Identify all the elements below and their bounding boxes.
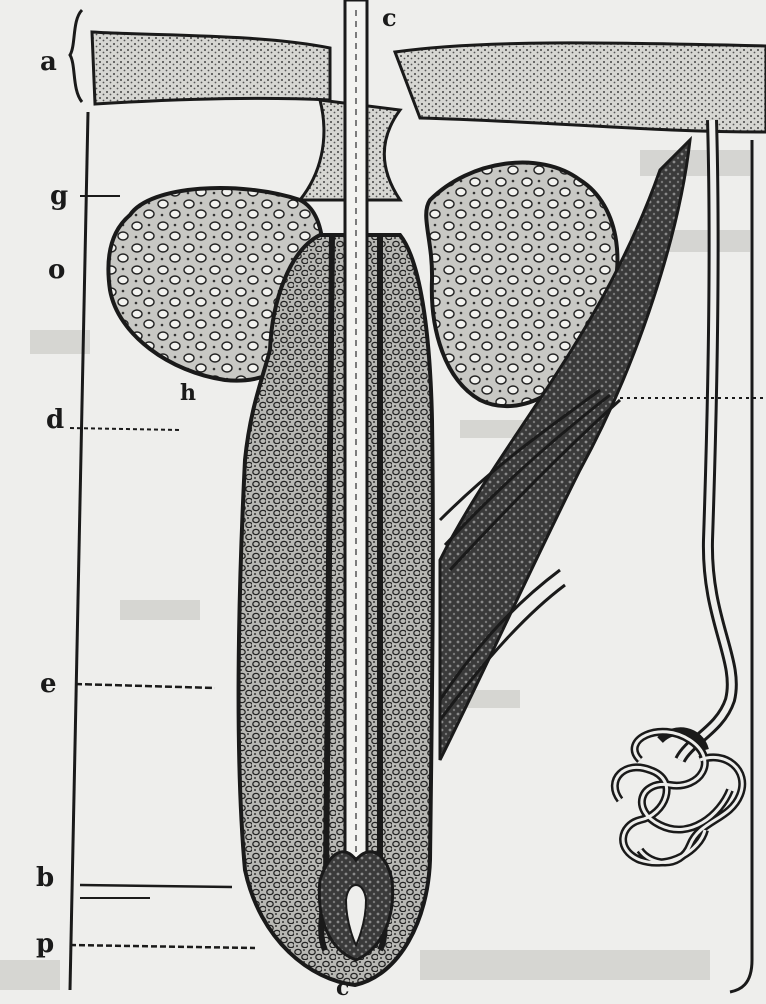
epidermis-layer <box>92 32 330 104</box>
label-b: b <box>36 863 54 893</box>
label-e: e <box>40 669 57 699</box>
epidermis-layer-right <box>395 43 766 132</box>
label-g: g <box>50 181 68 211</box>
label-bottom-c: c <box>336 975 349 1001</box>
label-d: d <box>46 405 64 435</box>
label-top-c: c <box>382 3 397 32</box>
label-o: o <box>48 255 65 285</box>
label-p: p <box>36 929 54 959</box>
label-top-bracket: a <box>40 47 57 77</box>
label-h: h <box>180 380 196 406</box>
